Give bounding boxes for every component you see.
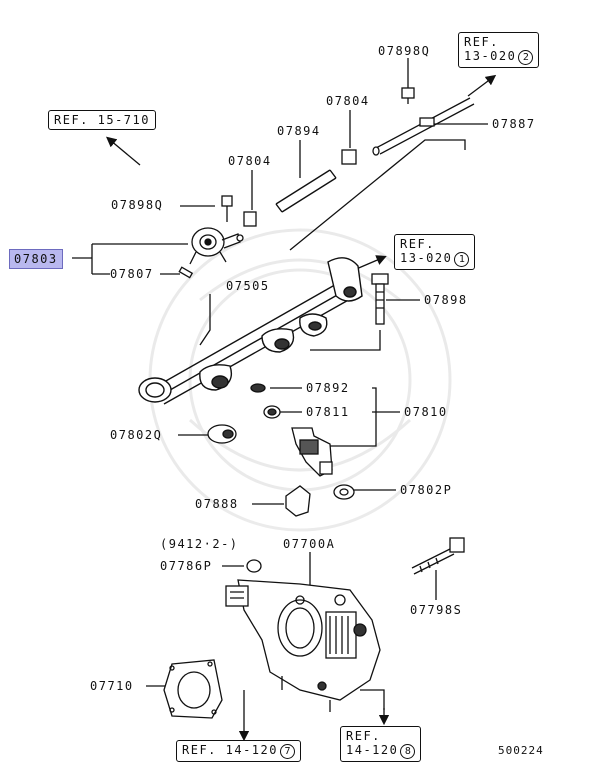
fuel-rail xyxy=(138,257,363,405)
hose-07894 xyxy=(275,169,337,213)
ref-line1: REF. 15-710 xyxy=(54,113,150,127)
pin-07807 xyxy=(178,266,194,279)
seal-07811 xyxy=(263,405,281,419)
bolt-07898q-left xyxy=(221,195,233,222)
ref-line2: 13-020 xyxy=(400,251,453,265)
injector-07810 xyxy=(291,427,333,477)
ref-circled-number: 8 xyxy=(400,744,416,759)
ref-circled-number: 7 xyxy=(279,744,295,759)
label-07710: 07710 xyxy=(90,679,134,693)
label-07810: 07810 xyxy=(404,405,448,419)
grommet-07802p xyxy=(333,484,355,500)
bolt-07898 xyxy=(371,273,389,325)
leader-07803-bracket xyxy=(72,243,188,275)
leader-rail-ref xyxy=(289,139,466,251)
label-07811: 07811 xyxy=(306,405,350,419)
ref-circled-number: 2 xyxy=(518,50,534,65)
label-date-code: (9412·2-) xyxy=(160,537,239,551)
label-07807: 07807 xyxy=(110,267,154,281)
label-07505: 07505 xyxy=(226,279,270,293)
ref-line1: REF. xyxy=(400,237,435,251)
nut-07786p xyxy=(246,559,262,573)
label-07888: 07888 xyxy=(195,497,239,511)
ref-line2: 14-120 xyxy=(346,743,399,757)
leader-07810 xyxy=(320,387,400,447)
ref-box-15-710[interactable]: REF. 15-710 xyxy=(48,110,156,130)
arrow-ref15 xyxy=(106,136,141,166)
label-07700a: 07700A xyxy=(283,537,336,551)
leader-07898-bolt xyxy=(310,330,381,351)
label-07898: 07898 xyxy=(424,293,468,307)
ref-line1: REF. xyxy=(346,729,381,743)
label-07892: 07892 xyxy=(306,381,350,395)
leader-ref14-8 xyxy=(360,689,385,710)
label-07798s: 07798S xyxy=(410,603,463,617)
bolt-07898q-top xyxy=(401,87,415,104)
label-07802p: 07802P xyxy=(400,483,453,497)
leader-07505 xyxy=(199,294,211,346)
label-07894: 07894 xyxy=(277,124,321,138)
label-07804-top: 07804 xyxy=(326,94,370,108)
ref-circled-number: 1 xyxy=(454,252,470,267)
bolt-07798s xyxy=(411,537,465,575)
ref-line1: REF. xyxy=(464,35,499,49)
diagram-id: 500224 xyxy=(498,744,544,757)
label-07803-highlighted[interactable]: 07803 xyxy=(9,249,63,269)
clip-07804-top xyxy=(341,149,357,165)
label-07898q-top: 07898Q xyxy=(378,44,431,58)
bracket-07888 xyxy=(285,485,311,517)
gasket-07710 xyxy=(163,659,223,719)
label-07898q-left: 07898Q xyxy=(111,198,164,212)
clip-07804-mid xyxy=(243,211,257,227)
throttle-body-07700a xyxy=(225,579,381,712)
label-07887: 07887 xyxy=(492,117,536,131)
ref-line2: 13-020 xyxy=(464,49,517,63)
grommet-07802q xyxy=(207,424,237,444)
label-07804-mid: 07804 xyxy=(228,154,272,168)
arrow-ref13-2 xyxy=(467,74,497,97)
label-07802q: 07802Q xyxy=(110,428,163,442)
pressure-regulator xyxy=(189,227,244,265)
label-07786p: 07786P xyxy=(160,559,213,573)
ref-line1: REF. 14-120 xyxy=(182,743,278,757)
o-ring-07892 xyxy=(250,383,266,393)
fuel-pipe-07887 xyxy=(372,97,475,156)
